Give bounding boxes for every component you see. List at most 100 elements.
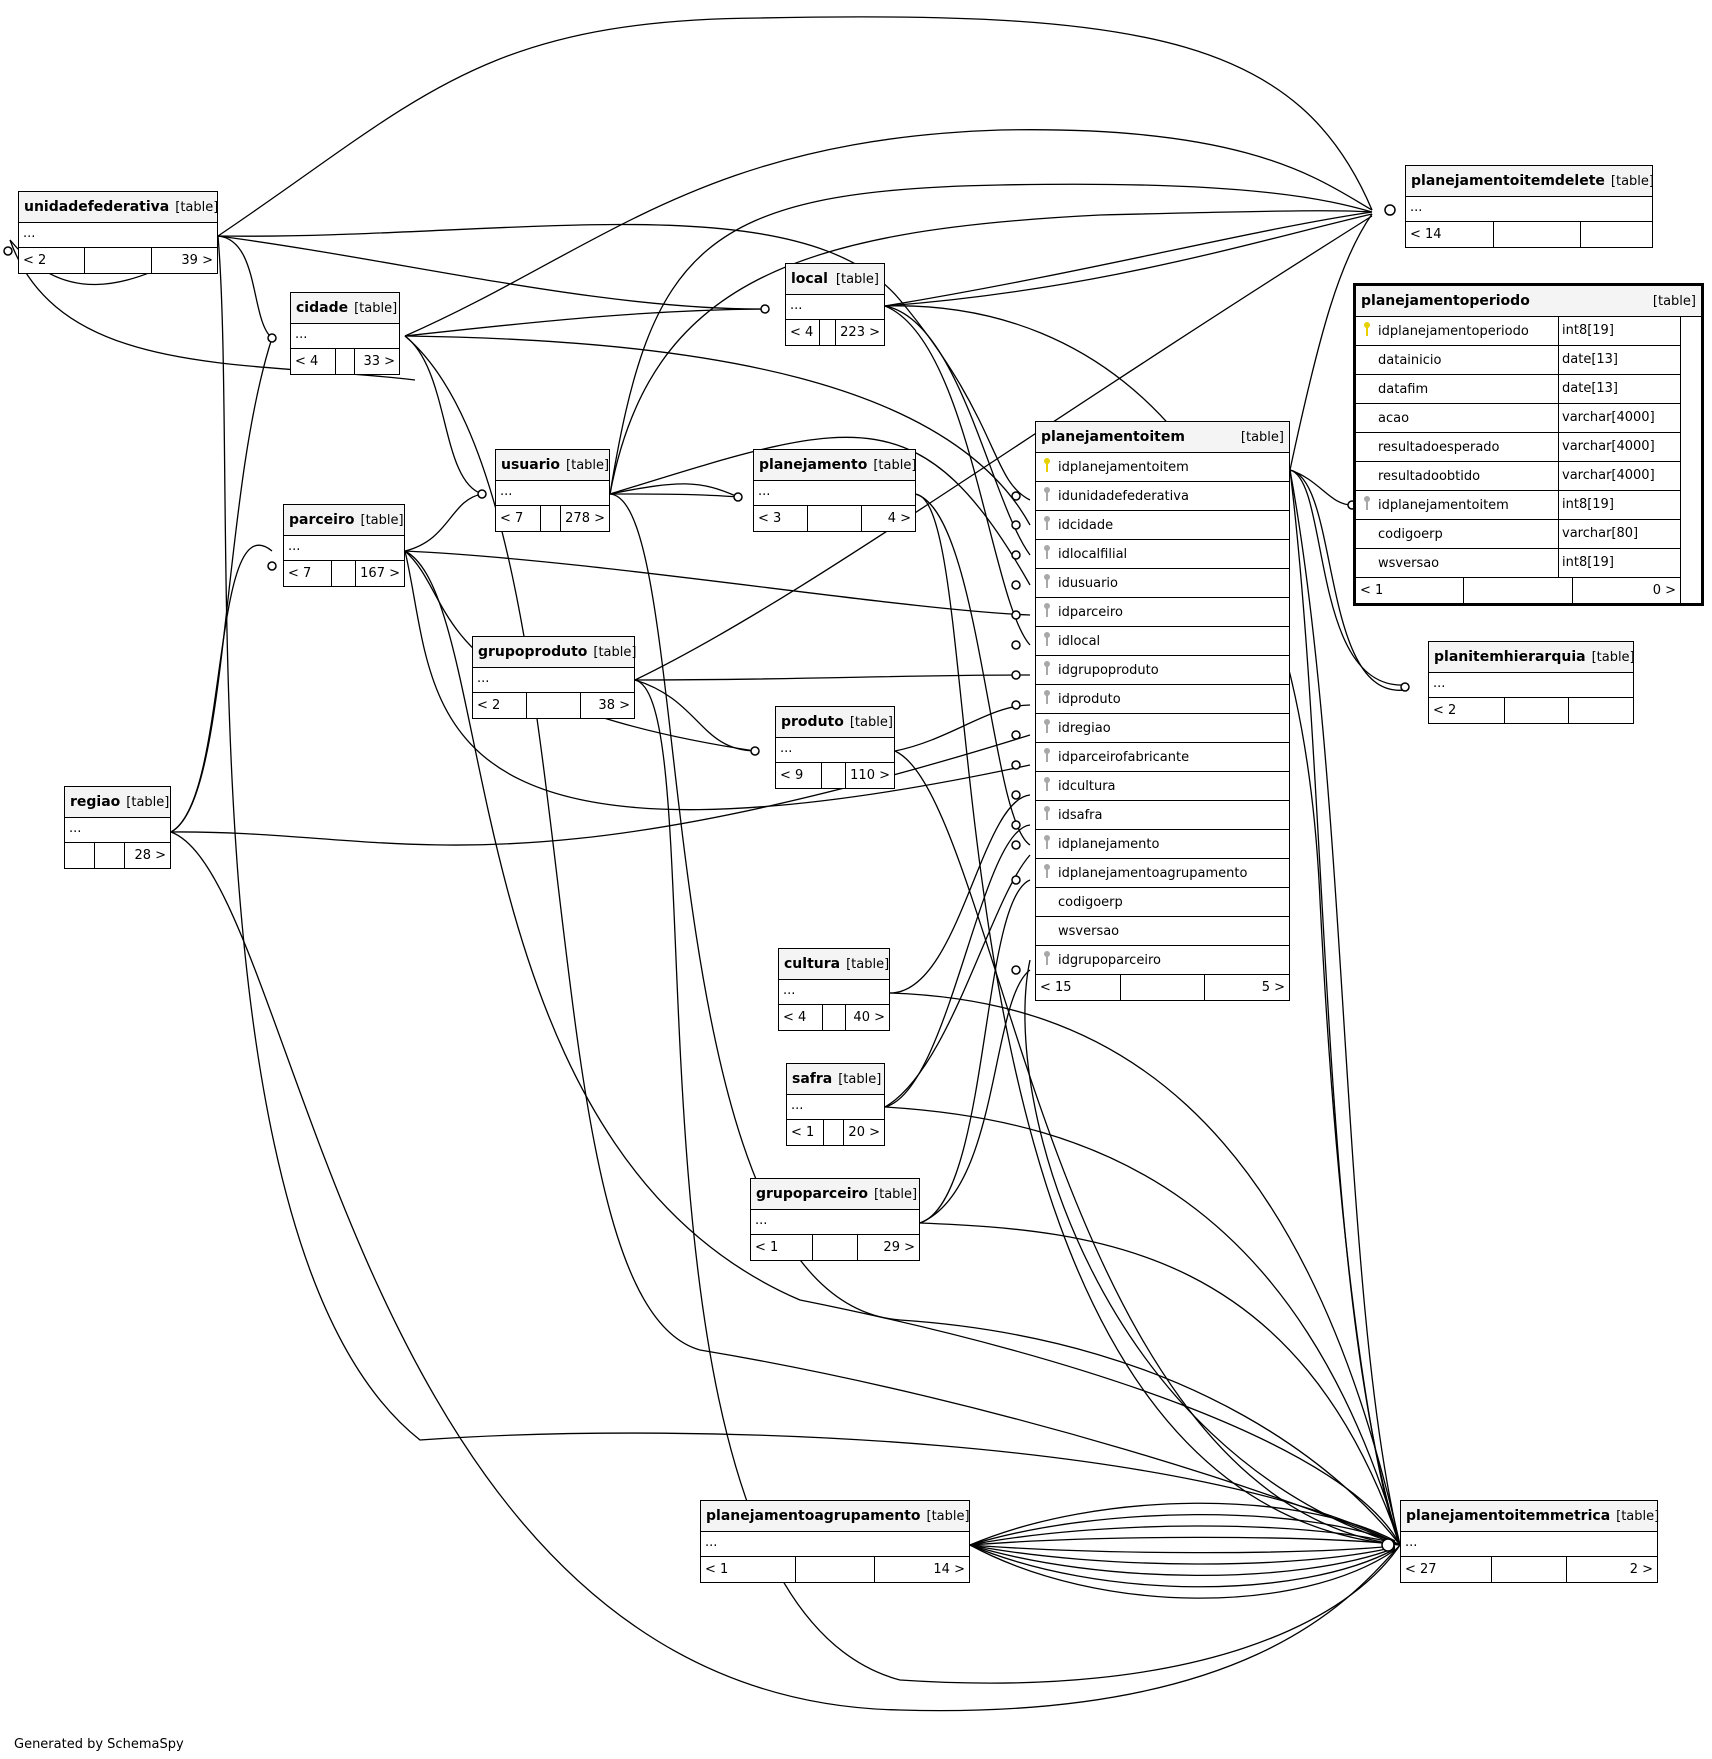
parents-count[interactable]: < 7	[284, 561, 332, 586]
children-count[interactable]: 29 >	[883, 1240, 915, 1255]
table-unidadefederativa[interactable]: unidadefederativa [table] ... < 2 39 >	[18, 191, 218, 274]
parents-count[interactable]: < 2	[1429, 698, 1505, 723]
children-count[interactable]	[1569, 698, 1633, 723]
table-planejamento[interactable]: planejamento [table] ... < 3 4 >	[753, 449, 916, 532]
columns-collapsed[interactable]: ...	[787, 1095, 884, 1120]
parents-count[interactable]: < 2	[19, 248, 86, 273]
children-count[interactable]: 20 >	[848, 1125, 880, 1140]
children-count[interactable]: 2 >	[1629, 1562, 1653, 1577]
parents-count[interactable]: < 1	[751, 1235, 813, 1260]
table-safra[interactable]: safra [table] ... < 1 20 >	[786, 1063, 885, 1146]
table-produto[interactable]: produto [table] ... < 9 110 >	[775, 706, 895, 789]
column-row[interactable]: idregiao	[1036, 714, 1289, 743]
children-count[interactable]: 38 >	[598, 698, 630, 713]
table-cultura[interactable]: cultura [table] ... < 4 40 >	[778, 948, 890, 1031]
column-row[interactable]: idproduto	[1036, 685, 1289, 714]
columns-collapsed[interactable]: ...	[701, 1532, 969, 1557]
children-count[interactable]: 278 >	[565, 511, 605, 526]
parents-count[interactable]: < 1	[701, 1557, 797, 1582]
table-grupoproduto[interactable]: grupoproduto [table] ... < 2 38 >	[472, 636, 636, 719]
columns-collapsed[interactable]: ...	[473, 668, 634, 693]
parents-count[interactable]	[65, 843, 95, 868]
children-count[interactable]: 40 >	[853, 1010, 885, 1025]
table-planejamentoitemmetrica[interactable]: planejamentoitemmetrica [table] ... < 27…	[1400, 1500, 1659, 1583]
parents-count[interactable]: < 3	[754, 506, 808, 531]
children-count[interactable]: 33 >	[363, 354, 396, 369]
parents-count[interactable]: < 7	[496, 506, 542, 531]
parents-count[interactable]: < 4	[779, 1005, 823, 1030]
column-row[interactable]: idplanejamento	[1036, 830, 1289, 859]
column-row[interactable]: idcidade	[1036, 511, 1289, 540]
column-row[interactable]: idparceiro	[1036, 598, 1289, 627]
table-grupoparceiro[interactable]: grupoparceiro [table] ... < 1 29 >	[750, 1178, 920, 1261]
columns-collapsed[interactable]: ...	[1406, 197, 1652, 222]
children-count[interactable]: 39 >	[181, 253, 213, 268]
columns-collapsed[interactable]: ...	[1429, 673, 1633, 698]
children-count[interactable]: 167 >	[360, 566, 400, 581]
children-count[interactable]: 110 >	[850, 768, 890, 783]
table-planejamentoitemdelete[interactable]: planejamentoitemdelete [table] ... < 14	[1405, 165, 1654, 248]
table-regiao[interactable]: regiao [table] ... 28 >	[64, 786, 171, 869]
table-local[interactable]: local [table] ... < 4 223 >	[785, 263, 885, 346]
children-count[interactable]: 14 >	[933, 1562, 965, 1577]
columns-collapsed[interactable]: ...	[786, 295, 884, 320]
table-planitemhierarquia[interactable]: planitemhierarquia [table] ... < 2	[1428, 641, 1635, 724]
parents-count[interactable]: < 27	[1401, 1557, 1493, 1582]
children-count[interactable]: 4 >	[887, 511, 911, 526]
column-row[interactable]: idlocalfilial	[1036, 540, 1289, 569]
parents-count[interactable]: < 1	[1356, 578, 1465, 603]
children-count[interactable]: 223 >	[840, 325, 880, 340]
foreign-key-icon	[1036, 835, 1058, 853]
columns-collapsed[interactable]: ...	[496, 481, 609, 506]
parents-count[interactable]: < 9	[776, 763, 823, 788]
columns-collapsed[interactable]: ...	[65, 818, 170, 843]
column-row[interactable]: idlocal	[1036, 627, 1289, 656]
column-row[interactable]: idgrupoproduto	[1036, 656, 1289, 685]
children-count[interactable]	[1581, 222, 1652, 247]
parents-count[interactable]: < 14	[1406, 222, 1494, 247]
parents-count[interactable]: < 4	[786, 320, 820, 345]
column-row[interactable]: codigoerp	[1036, 888, 1289, 917]
parents-count[interactable]: < 15	[1036, 975, 1121, 1000]
columns-collapsed[interactable]: ...	[754, 481, 915, 506]
column-row[interactable]: idplanejamentoitem	[1036, 453, 1289, 482]
children-count[interactable]: 5 >	[1261, 980, 1286, 995]
column-row[interactable]: idparceirofabricante	[1036, 743, 1289, 772]
parents-count[interactable]: < 2	[473, 693, 527, 718]
table-planejamentoitem[interactable]: planejamentoitem [table] idplanejamentoi…	[1035, 421, 1290, 1001]
columns-collapsed[interactable]: ...	[19, 223, 217, 248]
column-row[interactable]: idusuario	[1036, 569, 1289, 598]
table-usuario[interactable]: usuario [table] ... < 7 278 >	[495, 449, 610, 532]
children-count[interactable]: 28 >	[134, 848, 167, 863]
column-row[interactable]: idgrupoparceiro	[1036, 946, 1289, 975]
column-row[interactable]: idplanejamentoagrupamento	[1036, 859, 1289, 888]
table-planejamentoperiodo[interactable]: planejamentoperiodo [table] idplanejamen…	[1353, 283, 1704, 606]
columns-collapsed[interactable]: ...	[751, 1210, 919, 1235]
columns-collapsed[interactable]: ...	[1401, 1532, 1657, 1557]
columns-collapsed[interactable]: ...	[776, 738, 894, 763]
column-row[interactable]: idcultura	[1036, 772, 1289, 801]
parents-count[interactable]: < 1	[787, 1120, 825, 1145]
parents-count[interactable]: < 4	[291, 349, 336, 374]
column-row[interactable]: idsafra	[1036, 801, 1289, 830]
table-parceiro[interactable]: parceiro [table] ... < 7 167 >	[283, 504, 405, 587]
table-cidade[interactable]: cidade [table] ... < 4 33 >	[290, 292, 400, 375]
children-count[interactable]: 0 >	[1652, 583, 1676, 598]
column-name: idplanejamento	[1058, 836, 1160, 852]
table-planejamentoagrupamento[interactable]: planejamentoagrupamento [table] ... < 1 …	[700, 1500, 970, 1583]
columns-collapsed[interactable]: ...	[284, 536, 404, 561]
column-row[interactable]: idunidadefederativa	[1036, 482, 1289, 511]
columns-collapsed[interactable]: ...	[291, 324, 399, 349]
foreign-key-icon	[1036, 574, 1058, 592]
columns-collapsed[interactable]: ...	[779, 980, 889, 1005]
column-row[interactable]: wsversao	[1036, 917, 1289, 946]
